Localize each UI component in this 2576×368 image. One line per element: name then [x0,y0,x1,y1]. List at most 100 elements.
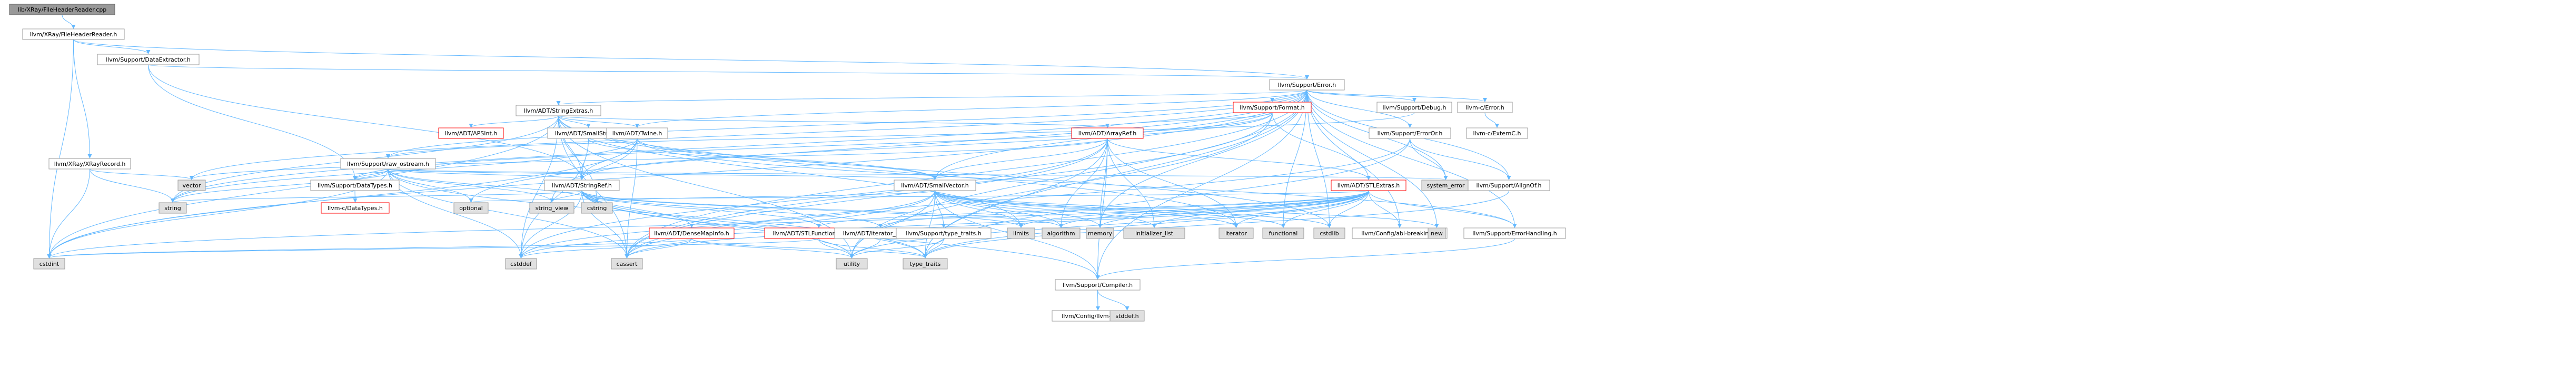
edge-line [1105,112,1273,128]
node-de[interactable]: llvm/Support/DataExtractor.h [97,54,200,65]
edge-de-to-strref [148,64,584,180]
node-algorithm: algorithm [1042,227,1081,239]
node-label: llvm/ADT/Twine.h [612,130,662,137]
edge-line [1107,138,1239,228]
node-strref[interactable]: llvm/ADT/StringRef.h [544,180,620,191]
edge-line [935,190,1285,228]
node-fmt[interactable]: llvm/Support/Format.h [1233,102,1312,113]
node-label: stddef.h [1115,313,1138,320]
node-box [1369,127,1451,139]
edge-de-to-err [148,64,1309,79]
edge-line [388,168,937,180]
edge-strref-to-stlfunc [581,190,821,228]
node-label: llvm/Support/DataTypes.h [318,182,392,189]
edge-strext-to-cstdint [47,115,559,258]
edge-strext-to-strref [558,115,584,180]
edge-smallvec-to-memory [935,190,1102,228]
node-cfgabi[interactable]: llvm/Config/abi-breaking.h [1352,227,1448,239]
edge-line [1095,89,1307,280]
node-box [1468,180,1550,191]
node-label: llvm/Support/Error.h [1278,82,1336,88]
edge-line [47,138,638,258]
node-alignof[interactable]: llvm/Support/AlignOf.h [1468,180,1550,191]
node-erroror[interactable]: llvm/Support/ErrorOr.h [1369,127,1451,139]
node-cerr[interactable]: llvm-c/Error.h [1457,102,1513,113]
edge-line [90,168,194,180]
node-box [1376,102,1452,113]
edge-fmt-to-strref [580,112,1273,180]
edge-err-to-dbg [1306,89,1416,102]
edge-line [849,238,944,258]
node-arrayref[interactable]: llvm/ADT/ArrayRef.h [1071,127,1144,139]
edge-rawos-to-strview [388,168,554,203]
edge-line [923,138,1108,258]
edge-smallvec-to-cassert [625,190,935,258]
edge-line [691,238,927,258]
node-twine[interactable]: llvm/ADT/Twine.h [606,127,668,139]
edge-err-to-errhand [1306,89,1517,228]
edge-line [818,238,927,258]
node-typetraitsh[interactable]: llvm/Support/type_traits.h [896,227,992,239]
node-box [544,180,620,191]
node-initlist: initializer_list [1123,227,1185,239]
edge-line [558,115,591,128]
edge-cerr-to-cextern [1484,112,1499,128]
edge-line [1107,138,1156,228]
node-label: limits [1013,230,1029,237]
edge-line [62,14,76,29]
node-errhand[interactable]: llvm/Support/ErrorHandling.h [1463,227,1566,239]
node-label: llvm/ADT/STLExtras.h [1337,182,1400,189]
node-label: llvm/Support/raw_ostream.h [347,161,429,167]
node-label: llvm/Support/type_traits.h [906,230,981,237]
edge-line [581,190,694,228]
node-smallvec[interactable]: llvm/ADT/SmallVector.h [894,180,976,191]
edge-stlfunc-to-typetraits [818,238,927,258]
edge-line [519,138,1108,258]
edge-line [935,190,1156,228]
node-apsint[interactable]: llvm/ADT/APSInt.h [438,127,504,139]
node-cextern[interactable]: llvm-c/ExternC.h [1466,127,1528,139]
node-label: llvm/ADT/APSInt.h [445,130,498,137]
edge-arrayref-to-algorithm [1059,138,1108,228]
edge-fhr-to-xrec [73,39,92,158]
edge-line [580,112,1273,180]
edge-line [637,138,937,180]
node-err[interactable]: llvm/Support/Error.h [1269,79,1345,91]
node-box [611,258,643,270]
node-rawos[interactable]: llvm/Support/raw_ostream.h [340,158,436,170]
edge-twine-to-cstdint [47,138,638,258]
node-box [340,158,436,170]
node-label: cstring [587,205,607,212]
node-dbg[interactable]: llvm/Support/Debug.h [1376,102,1452,113]
node-strext[interactable]: llvm/ADT/StringExtras.h [516,105,601,116]
node-xrec[interactable]: llvm/XRay/XRayRecord.h [48,158,131,170]
edge-line [581,190,927,258]
node-fhr[interactable]: llvm/XRay/FileHeaderReader.h [22,28,125,40]
edge-stlext-to-optional [469,190,1369,203]
node-densemap[interactable]: llvm/ADT/DenseMapInfo.h [649,227,735,239]
node-box [310,180,400,191]
node-dtypes[interactable]: llvm/Support/DataTypes.h [310,180,400,191]
node-stlext[interactable]: llvm/ADT/STLExtras.h [1331,180,1406,191]
node-root[interactable]: lib/XRay/FileHeaderReader.cpp [9,4,115,15]
edge-errhand-to-compiler [1095,238,1515,280]
node-label: llvm-c/Error.h [1465,104,1504,111]
node-compiler[interactable]: llvm/Support/Compiler.h [1055,279,1141,291]
node-iterator: iterator [1218,227,1254,239]
edge-line [171,190,582,203]
node-box [1042,227,1081,239]
node-box [1463,227,1566,239]
node-label: llvm/Support/DataExtractor.h [106,56,191,63]
node-label: llvm/Support/Format.h [1240,104,1304,111]
node-box [1109,310,1145,322]
edge-line [47,238,692,258]
edge-densemap-to-cstdint [47,238,692,258]
node-cdtypes[interactable]: llvm-c/DataTypes.h [321,202,390,214]
edge-line [923,238,944,258]
edge-fhr-to-cstdint [47,39,74,258]
edge-line [935,190,1239,228]
node-box [97,54,200,65]
edge-line [148,64,584,180]
edge-arrayref-to-vector [190,138,1108,180]
edge-line [625,190,935,258]
